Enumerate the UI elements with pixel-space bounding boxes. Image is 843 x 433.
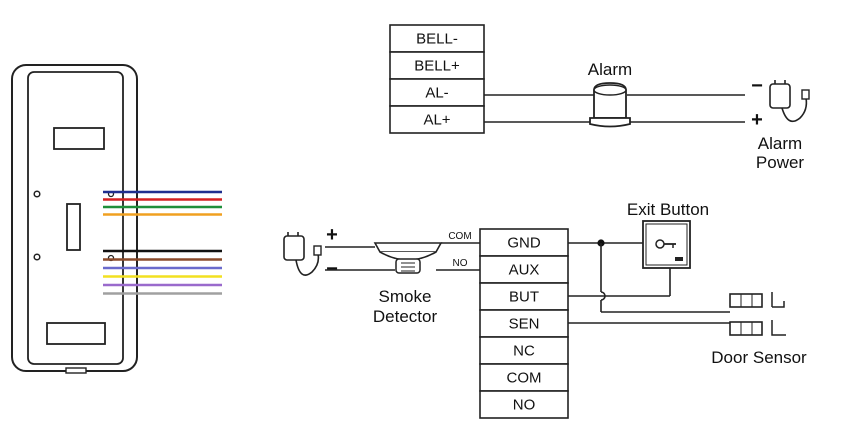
- terminal-sen: SEN: [509, 316, 540, 333]
- device-screw: [33, 190, 41, 198]
- detector-plus-sign: +: [326, 224, 338, 246]
- alarm-terminal-al-: AL+: [423, 112, 450, 129]
- terminal-gnd: GND: [507, 235, 541, 252]
- terminal-but: BUT: [509, 289, 539, 306]
- smoke-detector-label-line2: Detector: [373, 307, 438, 326]
- device-top-slot: [53, 127, 105, 150]
- power-adapter-icon: [283, 232, 322, 276]
- terminal-cell: [479, 363, 569, 392]
- alarm-power-label-line1: Alarm: [758, 134, 802, 153]
- terminal-com: COM: [507, 370, 542, 387]
- alarm-plus-sign: +: [751, 109, 763, 131]
- terminal-aux: AUX: [509, 262, 540, 279]
- exit-button-label: Exit Button: [627, 200, 709, 219]
- alarm-minus-sign: −: [751, 75, 763, 97]
- alarm-power-label-line2: Power: [756, 153, 805, 172]
- alarm-terminal-cell: [389, 105, 485, 134]
- detector-com-label: COM: [448, 231, 471, 242]
- alarm-label: Alarm: [588, 60, 632, 79]
- alarm-terminal-al-: AL-: [425, 85, 448, 102]
- device-bottom-slot: [46, 322, 106, 345]
- detector-minus-sign: −: [326, 258, 338, 280]
- alarm-siren-icon: [589, 82, 631, 128]
- alarm-terminal-block: BELL- BELL+ AL- AL+: [389, 24, 485, 134]
- device-center-slot: [66, 203, 81, 251]
- terminal-cell: [479, 336, 569, 365]
- detector-no-label: NO: [453, 258, 468, 269]
- alarm-terminal-bell-: BELL+: [414, 58, 460, 75]
- smoke-detector-icon: [373, 242, 443, 274]
- main-terminal-block: GND AUX BUT SEN NC COM NO: [479, 228, 569, 419]
- terminal-no: NO: [513, 397, 536, 414]
- exit-button-icon: [642, 220, 691, 269]
- alarm-terminal-bell-: BELL-: [416, 31, 458, 48]
- door-sensor-icon: [729, 292, 786, 336]
- power-adapter-icon: [769, 80, 810, 123]
- wire-bundle-lower: [103, 249, 222, 295]
- terminal-cell: [479, 390, 569, 419]
- terminal-cell: [479, 255, 569, 284]
- door-sensor-label: Door Sensor: [711, 348, 807, 367]
- wire-bundle-upper: [103, 190, 222, 216]
- device-screw: [33, 253, 41, 261]
- terminal-nc: NC: [513, 343, 535, 360]
- smoke-detector-label-line1: Smoke: [379, 287, 432, 306]
- access-control-device: [11, 64, 138, 374]
- alarm-terminal-cell: [389, 51, 485, 80]
